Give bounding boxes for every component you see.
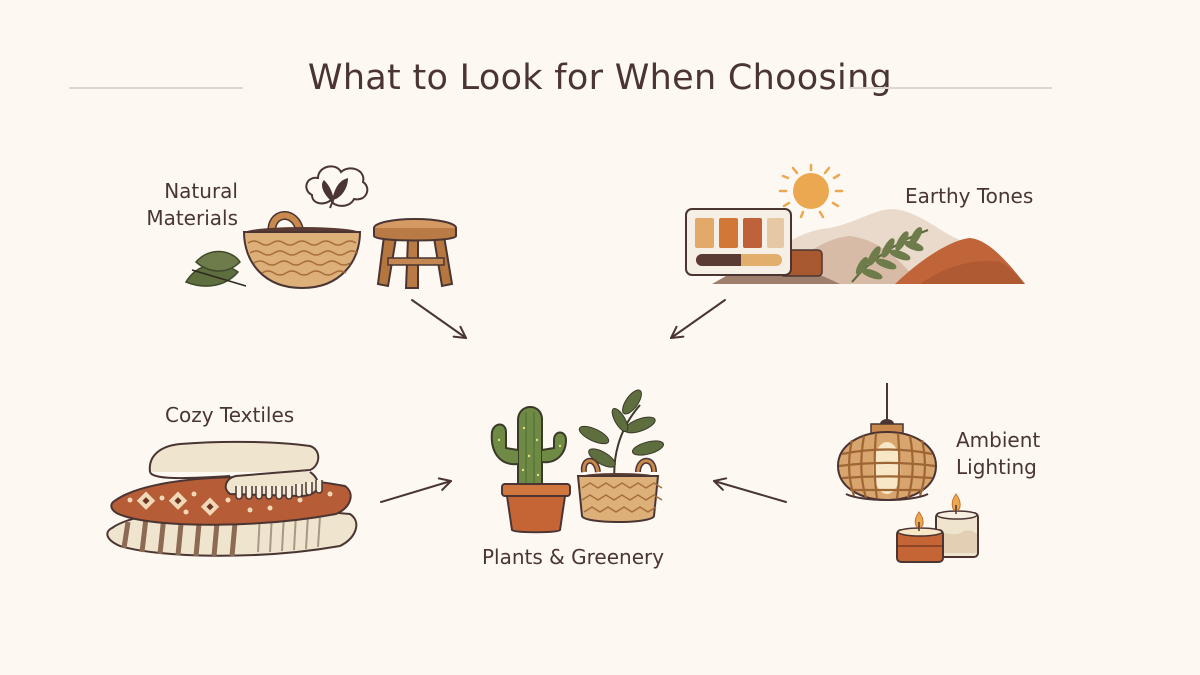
cotton-boll-icon bbox=[305, 165, 369, 209]
sun-icon bbox=[778, 163, 844, 219]
label-natural-line1: Natural bbox=[164, 179, 238, 203]
fern-icon bbox=[851, 227, 929, 283]
candles-icon bbox=[896, 493, 979, 563]
title-divider-right bbox=[849, 87, 1052, 89]
rattan-pendant-lamp-icon bbox=[836, 383, 938, 502]
label-plants-greenery: Plants & Greenery bbox=[482, 545, 665, 569]
label-natural-line2: Materials bbox=[146, 206, 238, 230]
leaf-icon bbox=[184, 250, 247, 287]
label-earthy-tones: Earthy Tones bbox=[905, 184, 1034, 208]
basket-plant-icon bbox=[576, 389, 665, 523]
page-title: What to Look for When Choosing bbox=[307, 58, 893, 98]
arrow-lighting-to-center bbox=[713, 477, 787, 503]
label-ambient-line1: Ambient bbox=[956, 428, 1041, 452]
label-natural-materials: Natural Materials bbox=[120, 178, 238, 232]
woven-basket-icon bbox=[242, 211, 362, 290]
arrow-textiles-to-center bbox=[380, 477, 452, 503]
label-ambient-lighting: Ambient Lighting bbox=[956, 427, 1040, 481]
wooden-stool-icon bbox=[373, 218, 457, 289]
cactus-pot-icon bbox=[490, 406, 571, 534]
label-ambient-line2: Lighting bbox=[956, 455, 1037, 479]
label-cozy-textiles: Cozy Textiles bbox=[165, 403, 295, 427]
arrows bbox=[380, 299, 787, 503]
folded-blanket-icon bbox=[148, 440, 323, 500]
arrow-earthy-to-center bbox=[670, 299, 726, 339]
title-divider-left bbox=[69, 87, 243, 89]
arrow-natural-to-center bbox=[411, 299, 467, 339]
color-palette-icon bbox=[685, 208, 792, 276]
